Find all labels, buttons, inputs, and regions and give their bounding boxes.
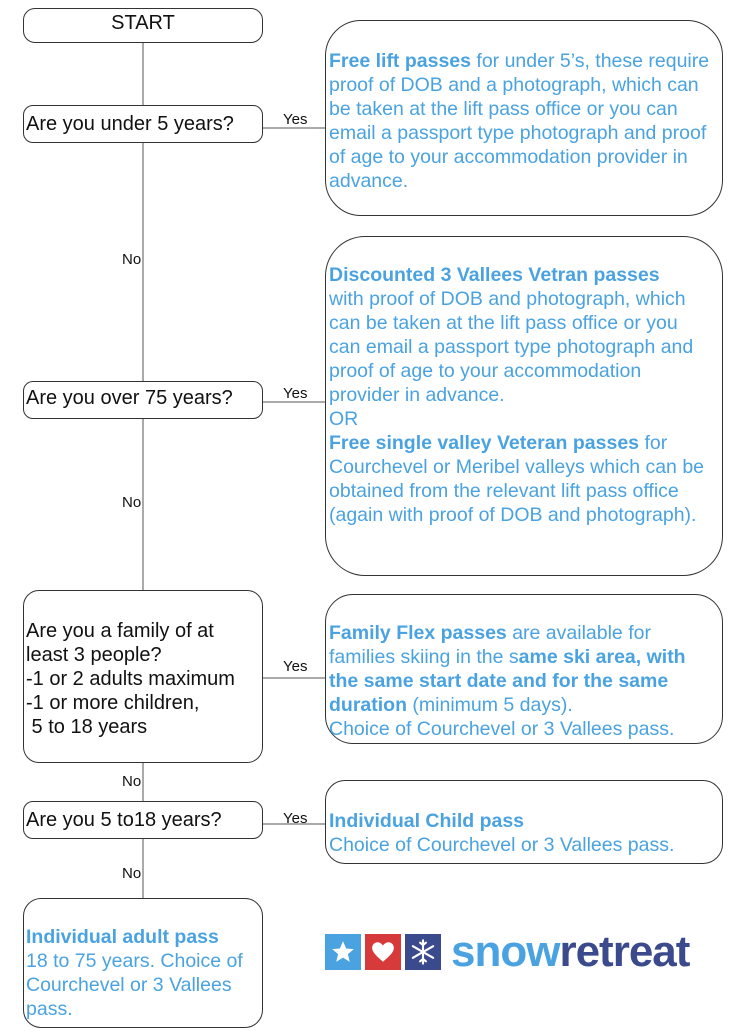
answer-over-75-body1: with proof of DOB and photograph, which … [329, 288, 694, 406]
no-label-2: No [122, 494, 142, 511]
question-over-75-text: Are you over 75 years? [26, 387, 233, 409]
answer-under-5-title: Free lift passes [329, 50, 471, 72]
answer-child-title: Individual Child pass [329, 810, 525, 832]
question-under-5-text: Are you under 5 years? [26, 113, 234, 135]
start-label: START [111, 12, 175, 34]
answer-adult-body: 18 to 75 years. Choice of Courchevel or … [26, 950, 243, 1020]
logo-wordmark: snowretreat [451, 930, 690, 974]
question-family-line: -1 or 2 adults maximum [26, 668, 235, 690]
answer-over-75-title2: Free single valley Veteran passes [329, 432, 640, 454]
snowretreat-logo: snowretreat [325, 930, 690, 974]
question-under-5: Are you under 5 years? [23, 105, 263, 143]
start-node: START [23, 8, 263, 43]
question-family-line: -1 or more children, [26, 692, 200, 714]
question-family-line: 5 to 18 years [26, 716, 148, 738]
answer-under-5-body: for under 5’s, these require proof of DO… [329, 50, 710, 192]
answer-over-75-body2: for Courchevel or Meribel valleys which … [329, 432, 705, 526]
question-5-to-18: Are you 5 to18 years? [23, 801, 263, 839]
yes-label-4: Yes [283, 810, 308, 827]
answer-adult-pass: Individual adult pass 18 to 75 years. Ch… [23, 898, 263, 1028]
no-label-1: No [122, 251, 142, 268]
no-label-3: No [122, 773, 142, 790]
yes-label-2: Yes [283, 385, 308, 402]
heart-icon [365, 934, 401, 970]
no-label-4: No [122, 865, 142, 882]
yes-label-1: Yes [283, 111, 308, 128]
yes-label-3: Yes [283, 658, 308, 675]
answer-child-body: Choice of Courchevel or 3 Vallees pass. [329, 834, 675, 856]
logo-text-snow: snow [451, 927, 560, 976]
answer-adult-title: Individual adult pass [26, 926, 219, 948]
answer-family-body2: (minimum 5 days). [407, 694, 573, 716]
answer-family-body3: Choice of Courchevel or 3 Vallees pass. [329, 718, 675, 740]
answer-family-bold2: ame ski area, with the same start date a… [329, 646, 686, 716]
answer-family-title: Family Flex passes [329, 622, 507, 644]
answer-child: Individual Child pass Choice of Courchev… [325, 780, 723, 864]
question-family-line: least 3 people? [26, 644, 162, 666]
answer-over-75-or: OR [329, 408, 359, 430]
answer-family: Family Flex passes are available for fam… [325, 594, 723, 744]
logo-text-retreat: retreat [559, 927, 690, 976]
question-5-to-18-text: Are you 5 to18 years? [26, 809, 222, 831]
question-over-75: Are you over 75 years? [23, 381, 263, 419]
answer-over-75: Discounted 3 Vallees Vetran passes with … [325, 236, 723, 576]
star-icon [325, 934, 361, 970]
question-family-line: Are you a family of at [26, 620, 214, 642]
question-family: Are you a family of at least 3 people? -… [23, 590, 263, 763]
answer-under-5: Free lift passes for under 5’s, these re… [325, 20, 723, 216]
snowflake-icon [405, 934, 441, 970]
answer-over-75-title1: Discounted 3 Vallees Vetran passes [329, 264, 660, 286]
answer-family-body1: are available for families skiing in the… [329, 622, 651, 668]
